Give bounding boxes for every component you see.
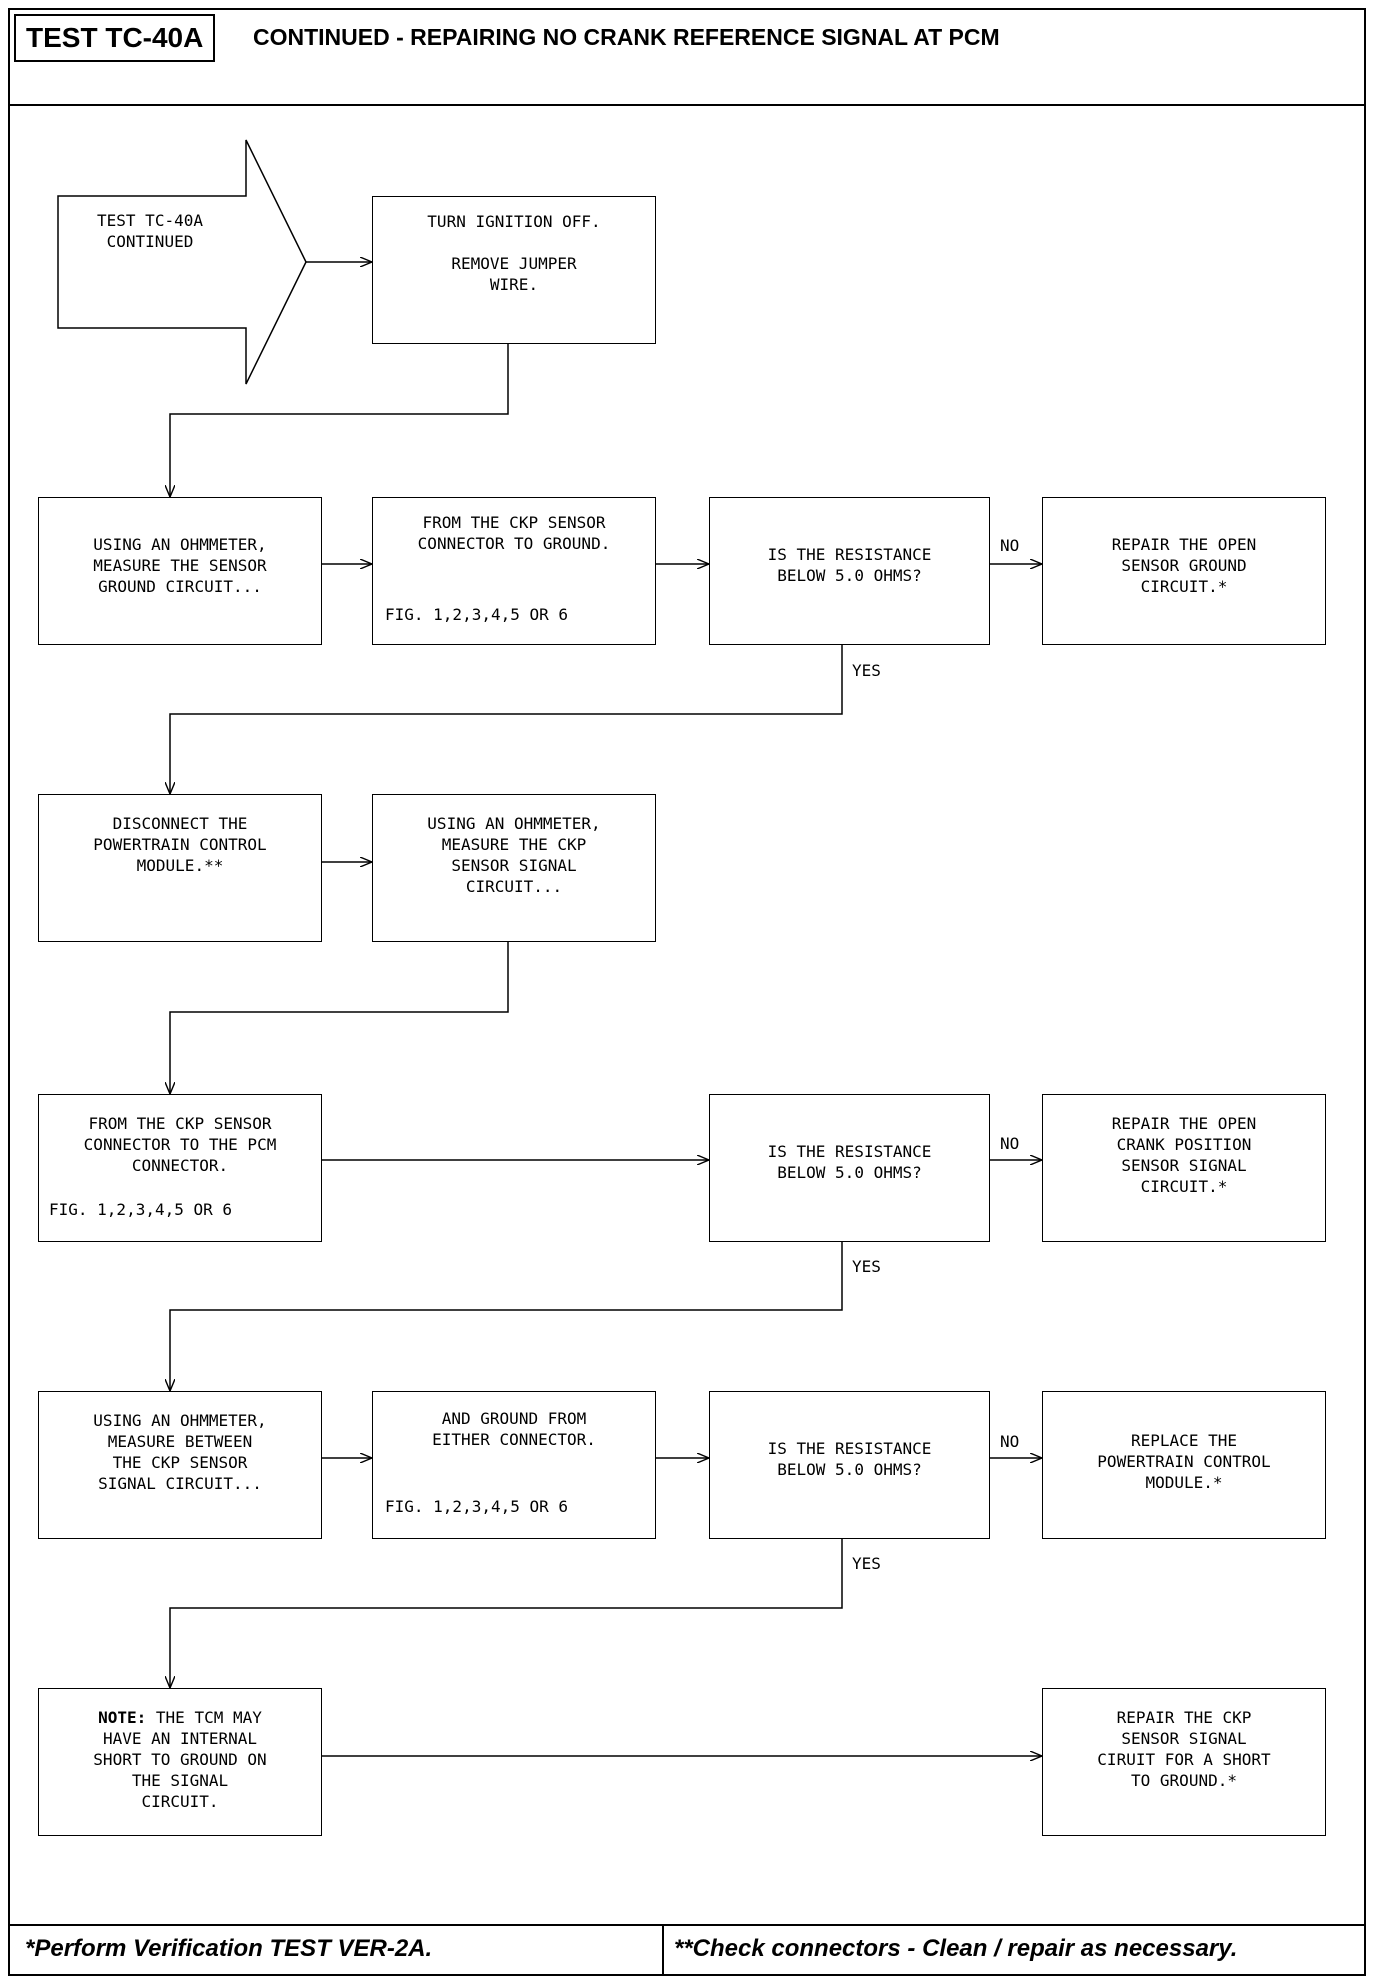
figure-reference: FIG. 1,2,3,4,5 OR 6 (49, 1200, 233, 1219)
step-disconnect-pcm: DISCONNECT THE POWERTRAIN CONTROL MODULE… (38, 794, 322, 942)
step-turn-ignition-off: TURN IGNITION OFF. REMOVE JUMPER WIRE. (372, 196, 656, 344)
step-replace-pcm: REPLACE THE POWERTRAIN CONTROL MODULE.* (1042, 1391, 1326, 1539)
step-text: REPAIR THE OPEN CRANK POSITION SENSOR SI… (1111, 1114, 1257, 1196)
connector-b13-to-b15 (170, 1538, 843, 1688)
footer-verification-note: *Perform Verification TEST VER-2A. (25, 1935, 433, 1962)
entry-arrow-shape (57, 139, 307, 385)
decision-resistance-1: IS THE RESISTANCE BELOW 5.0 OHMS? (709, 497, 990, 645)
step-measure-sensor-ground: USING AN OHMMETER, MEASURE THE SENSOR GR… (38, 497, 322, 645)
yes-label: YES (852, 661, 881, 680)
step-text: USING AN OHMMETER, MEASURE THE SENSOR GR… (93, 535, 267, 596)
yes-label: YES (852, 1554, 881, 1573)
step-text: FROM THE CKP SENSOR CONNECTOR TO GROUND. (417, 513, 611, 553)
entry-arrow: TEST TC-40A CONTINUED (70, 204, 230, 264)
connector-b1-to-b2 (170, 344, 509, 497)
note-label: NOTE: (98, 1708, 147, 1727)
note-tcm-short: NOTE: THE TCM MAY HAVE AN INTERNAL SHORT… (38, 1688, 322, 1836)
footer-connector-note: **Check connectors - Clean / repair as n… (674, 1935, 1238, 1962)
flowchart-page: TEST TC-40A CONTINUED - REPAIRING NO CRA… (8, 8, 1366, 1976)
step-text: REPAIR THE CKP SENSOR SIGNAL CIRUIT FOR … (1097, 1708, 1271, 1790)
step-ckp-to-pcm: FROM THE CKP SENSOR CONNECTOR TO THE PCM… (38, 1094, 322, 1242)
footer: *Perform Verification TEST VER-2A. **Che… (10, 1924, 1364, 1974)
footer-divider (662, 1926, 664, 1974)
no-label: NO (1000, 1134, 1020, 1153)
step-repair-crank-signal: REPAIR THE OPEN CRANK POSITION SENSOR SI… (1042, 1094, 1326, 1242)
page-title: CONTINUED - REPAIRING NO CRANK REFERENCE… (253, 24, 1000, 50)
step-text: REPAIR THE OPEN SENSOR GROUND CIRCUIT.* (1111, 535, 1257, 596)
step-text: FROM THE CKP SENSOR CONNECTOR TO THE PCM… (83, 1114, 277, 1175)
figure-reference: FIG. 1,2,3,4,5 OR 6 (385, 605, 569, 624)
step-text: REPLACE THE POWERTRAIN CONTROL MODULE.* (1097, 1431, 1271, 1492)
yes-label: YES (852, 1257, 881, 1276)
connector-b7-to-b8 (170, 942, 509, 1094)
step-measure-ckp-signal: USING AN OHMMETER, MEASURE THE CKP SENSO… (372, 794, 656, 942)
figure-reference: FIG. 1,2,3,4,5 OR 6 (385, 1497, 569, 1516)
connector-b4-to-b6 (170, 644, 843, 794)
connector-b9-to-b11 (170, 1240, 843, 1391)
step-measure-signal-to-ground: USING AN OHMMETER, MEASURE BETWEEN THE C… (38, 1391, 322, 1539)
decision-resistance-3: IS THE RESISTANCE BELOW 5.0 OHMS? (709, 1391, 990, 1539)
no-label: NO (1000, 536, 1020, 555)
step-text: AND GROUND FROM EITHER CONNECTOR. (432, 1409, 596, 1449)
step-repair-ckp-short: REPAIR THE CKP SENSOR SIGNAL CIRUIT FOR … (1042, 1688, 1326, 1836)
step-text: DISCONNECT THE POWERTRAIN CONTROL MODULE… (93, 814, 267, 875)
flow-connectors (57, 139, 1042, 1926)
step-ckp-to-ground: FROM THE CKP SENSOR CONNECTOR TO GROUND.… (372, 497, 656, 645)
no-label: NO (1000, 1432, 1020, 1451)
step-text: TURN IGNITION OFF. REMOVE JUMPER WIRE. (427, 212, 601, 294)
step-repair-sensor-ground: REPAIR THE OPEN SENSOR GROUND CIRCUIT.* (1042, 497, 1326, 645)
header-divider (10, 104, 1364, 106)
decision-text: IS THE RESISTANCE BELOW 5.0 OHMS? (767, 1439, 932, 1479)
step-text: USING AN OHMMETER, MEASURE THE CKP SENSO… (427, 814, 601, 896)
note-text: NOTE: THE TCM MAY HAVE AN INTERNAL SHORT… (45, 1707, 315, 1812)
step-ground-either-connector: AND GROUND FROM EITHER CONNECTOR. FIG. 1… (372, 1391, 656, 1539)
entry-arrow-text: TEST TC-40A CONTINUED (97, 211, 203, 251)
test-id-label: TEST TC-40A (14, 14, 216, 62)
decision-text: IS THE RESISTANCE BELOW 5.0 OHMS? (767, 545, 932, 585)
flowchart-area: TEST TC-40A CONTINUED TURN IGNITION OFF.… (10, 104, 1364, 1926)
step-text: USING AN OHMMETER, MEASURE BETWEEN THE C… (93, 1411, 267, 1493)
decision-resistance-2: IS THE RESISTANCE BELOW 5.0 OHMS? (709, 1094, 990, 1242)
note-body: THE TCM MAY HAVE AN INTERNAL SHORT TO GR… (93, 1708, 267, 1811)
decision-text: IS THE RESISTANCE BELOW 5.0 OHMS? (767, 1142, 932, 1182)
